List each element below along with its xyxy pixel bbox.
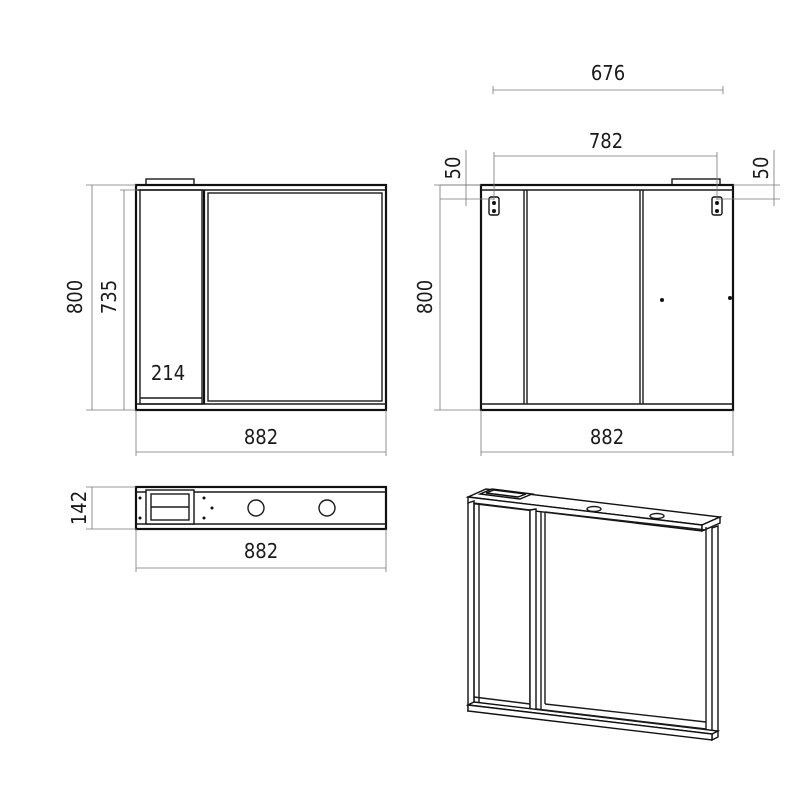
- front-door: [207, 192, 383, 402]
- back-height-label: 800: [413, 280, 437, 314]
- shelf-width-label: 214: [151, 361, 185, 385]
- cable-hole-icon: [318, 499, 336, 517]
- top-body-outline: [134, 485, 388, 531]
- hook-span-label: 782: [589, 129, 623, 153]
- top-width-dimension: 882: [135, 529, 387, 572]
- right-offset-dimension: 50: [717, 150, 780, 206]
- back-view: 676 782 50 50 800: [413, 61, 780, 456]
- top-depth-label: 142: [67, 491, 91, 525]
- mount-spacing-dimension: 676: [492, 61, 724, 94]
- iso-right-side: [711, 525, 719, 742]
- left-offset-label: 50: [441, 157, 465, 180]
- back-fixing-point: [728, 296, 732, 300]
- cable-hole-icon: [247, 499, 265, 517]
- front-body-outline: [134, 183, 388, 412]
- back-width-label: 882: [590, 425, 624, 449]
- back-width-dimension: 882: [480, 410, 734, 456]
- front-view: 214 800 735 882: [63, 178, 388, 456]
- front-height-label: 800: [63, 280, 87, 314]
- inner-height-dimension: 735: [97, 189, 138, 410]
- front-width-label: 882: [244, 425, 278, 449]
- back-fixing-point: [660, 298, 664, 302]
- top-view: 142 882: [67, 485, 388, 572]
- open-shelf-compartment: [139, 189, 203, 405]
- iso-cable-hole-icon: [586, 505, 602, 513]
- left-offset-dimension: 50: [440, 150, 494, 206]
- iso-bottom-panel: [465, 701, 721, 735]
- front-height-dimension: 800: [63, 184, 136, 411]
- back-height-dimension: 800: [413, 184, 481, 411]
- right-hanging-hook-icon: [711, 196, 723, 216]
- mount-spacing-label: 676: [591, 61, 625, 85]
- front-width-dimension: 882: [135, 410, 387, 456]
- top-depth-dimension: 142: [67, 486, 136, 530]
- isometric-view: [465, 488, 723, 742]
- right-offset-label: 50: [749, 157, 773, 180]
- iso-divider: [529, 508, 537, 718]
- top-width-label: 882: [244, 539, 278, 563]
- iso-left-side: [467, 500, 475, 712]
- iso-cable-hole-icon: [649, 512, 665, 520]
- hook-span-dimension: 782: [493, 129, 718, 200]
- inner-height-label: 735: [97, 280, 121, 314]
- back-body-outline: [479, 183, 735, 412]
